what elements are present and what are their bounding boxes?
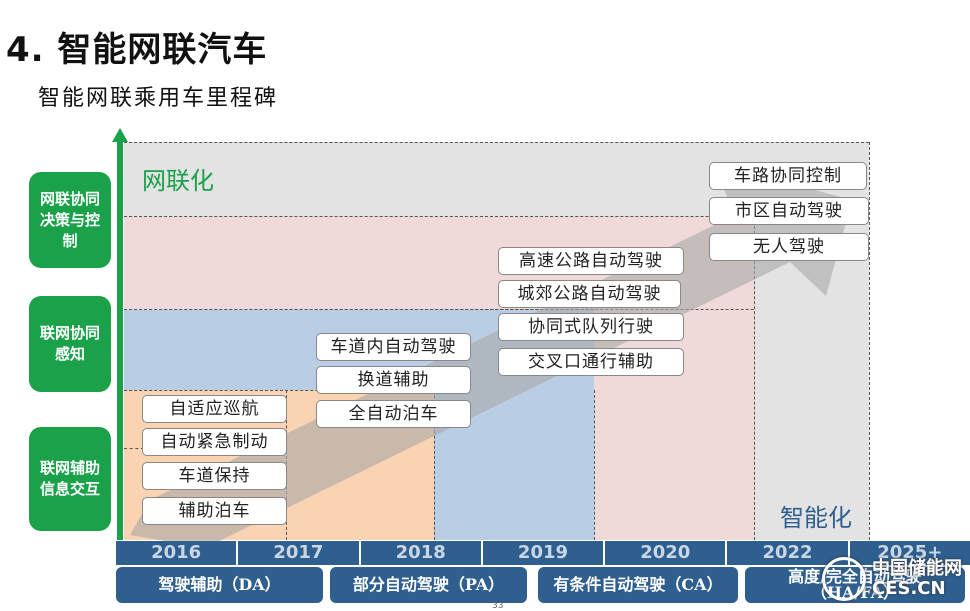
- milestone-parking-assist: 辅助泊车: [142, 497, 287, 525]
- category-cooperative-decision-control: 网联协同决策与控制: [29, 172, 111, 268]
- milestone-suburban-driving: 城郊公路自动驾驶: [498, 280, 681, 308]
- dash-line-h-448: [124, 448, 144, 449]
- year-timeline: 2016 2017 2018 2019 2020 2022 2025+: [116, 541, 970, 565]
- watermark: 中国储能网 CES.CN: [822, 557, 962, 601]
- phase-partial-automation: 部分自动驾驶（PA）: [330, 567, 527, 603]
- milestone-in-lane-driving: 车道内自动驾驶: [316, 333, 471, 361]
- year-2022: 2022: [727, 541, 850, 565]
- watermark-logo-icon: [822, 557, 866, 601]
- milestone-driverless: 无人驾驶: [709, 233, 869, 261]
- vertical-axis: [117, 140, 123, 540]
- milestone-v2x-control: 车路协同控制: [709, 162, 867, 190]
- connectivity-label: 网联化: [142, 167, 214, 195]
- year-2019: 2019: [483, 541, 606, 565]
- watermark-line1: 中国储能网: [872, 558, 962, 579]
- milestone-platooning: 协同式队列行驶: [498, 313, 684, 341]
- page-title: 4. 智能网联汽车: [6, 30, 268, 70]
- year-2020: 2020: [605, 541, 728, 565]
- year-2017: 2017: [238, 541, 361, 565]
- category-info-interaction: 联网辅助信息交互: [29, 427, 111, 531]
- milestone-auto-parking: 全自动泊车: [316, 400, 471, 428]
- year-2016: 2016: [116, 541, 239, 565]
- milestone-adaptive-cruise: 自适应巡航: [142, 395, 287, 423]
- milestone-highway-driving: 高速公路自动驾驶: [498, 247, 684, 275]
- year-2025-plus: 2025+: [877, 542, 943, 563]
- dash-line-v-434: [434, 390, 435, 540]
- milestone-emergency-braking: 自动紧急制动: [142, 428, 287, 456]
- milestone-intersection-assist: 交叉口通行辅助: [498, 348, 684, 376]
- dash-line-top: [124, 142, 869, 143]
- dash-line-v-594: [594, 390, 595, 540]
- year-2018: 2018: [361, 541, 483, 565]
- page-subtitle: 智能网联乘用车里程碑: [38, 86, 279, 111]
- phase-conditional-automation: 有条件自动驾驶（CA）: [538, 567, 738, 603]
- vertical-axis-arrowhead: [112, 128, 128, 142]
- milestone-lane-change-assist: 换道辅助: [316, 366, 471, 394]
- intelligence-label: 智能化: [780, 504, 852, 532]
- milestone-urban-driving: 市区自动驾驶: [709, 197, 869, 225]
- category-cooperative-perception: 联网协同感知: [29, 296, 111, 392]
- dash-line-h-310: [124, 309, 594, 310]
- watermark-line2: CES.CN: [872, 578, 946, 599]
- milestone-lane-keeping: 车道保持: [142, 462, 287, 490]
- phase-driver-assistance: 驾驶辅助（DA）: [116, 567, 323, 603]
- page-number: 33: [492, 601, 504, 611]
- dash-line-v-869: [869, 142, 870, 540]
- dash-line-v-754: [754, 216, 755, 540]
